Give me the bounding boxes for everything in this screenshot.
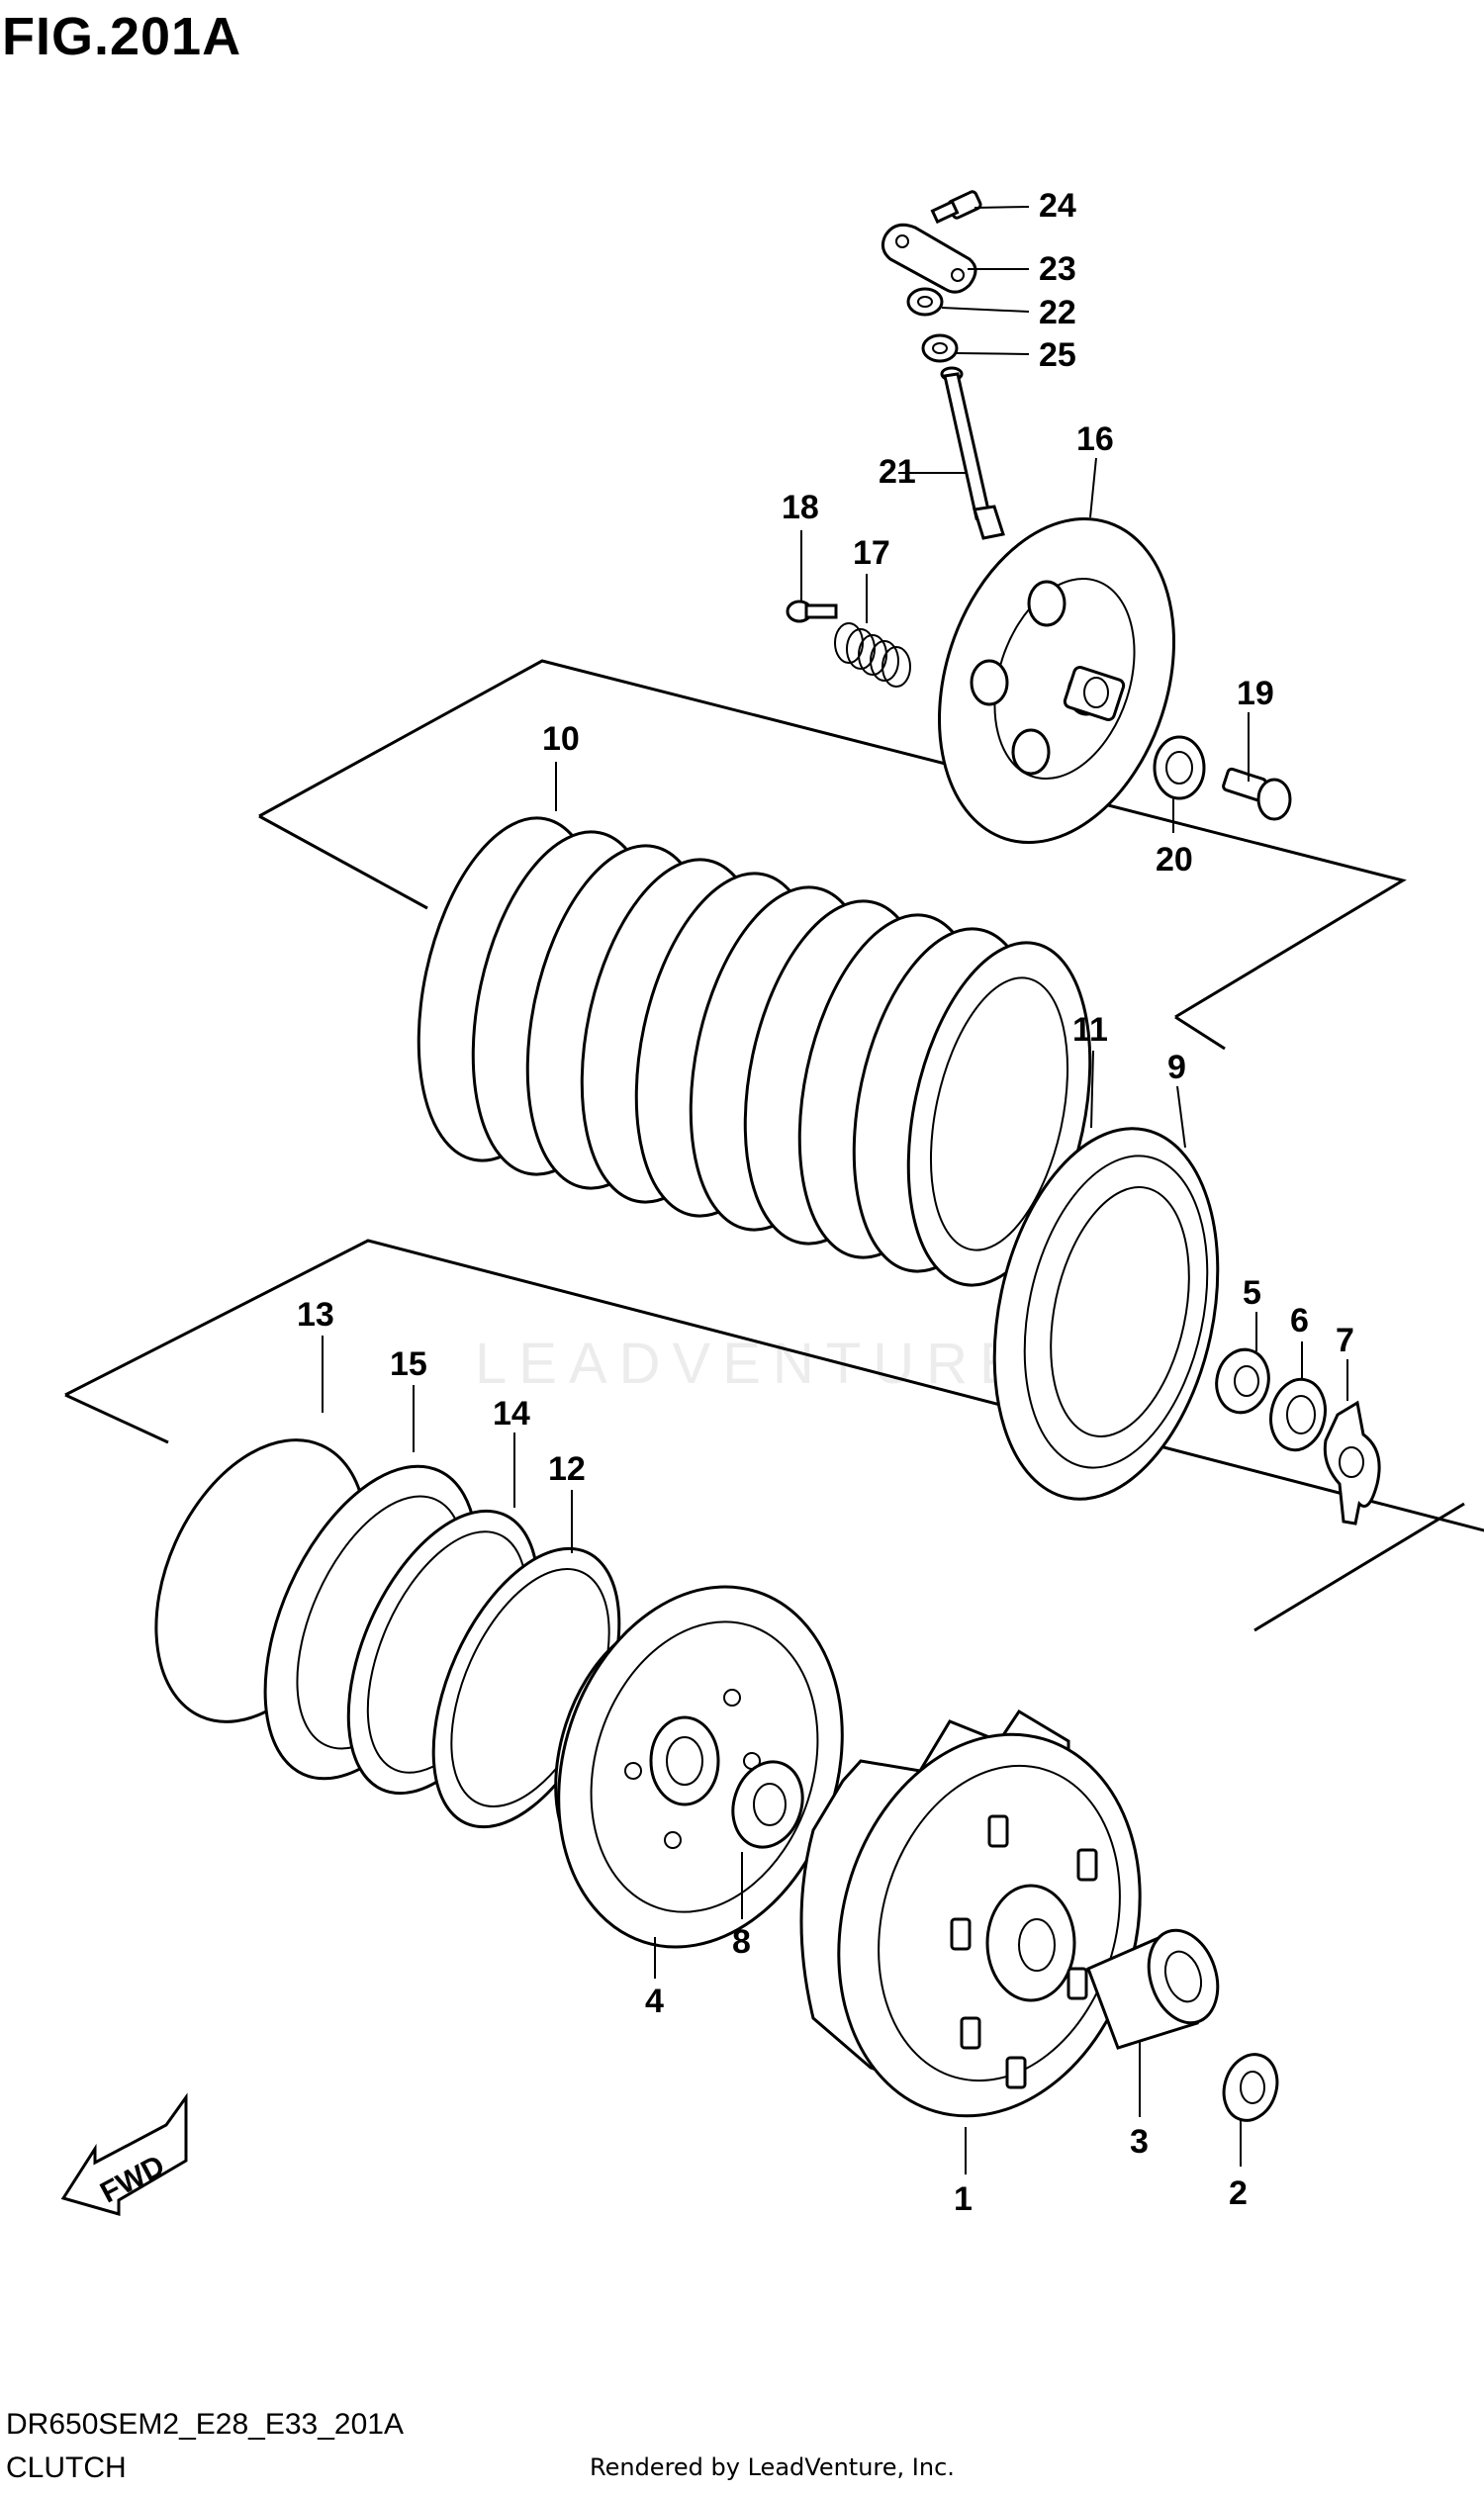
part-22-nut bbox=[906, 287, 944, 317]
callout-10: 10 bbox=[542, 720, 580, 758]
part-21-release-shaft bbox=[940, 366, 1005, 540]
callout-9: 9 bbox=[1167, 1049, 1186, 1086]
callout-1: 1 bbox=[954, 2180, 973, 2218]
callout-18: 18 bbox=[782, 489, 819, 526]
callout-7: 7 bbox=[1336, 1322, 1354, 1359]
callout-21: 21 bbox=[879, 453, 916, 491]
callout-12: 12 bbox=[548, 1450, 586, 1488]
callout-8: 8 bbox=[732, 1923, 751, 1961]
callout-19: 19 bbox=[1237, 675, 1274, 712]
callout-20: 20 bbox=[1156, 841, 1193, 878]
part-25-seal bbox=[921, 333, 959, 363]
credit-text: Rendered by LeadVenture, Inc. bbox=[590, 2453, 955, 2481]
callout-17: 17 bbox=[853, 534, 890, 572]
callout-23: 23 bbox=[1039, 250, 1076, 288]
part-24-bolt bbox=[930, 190, 982, 225]
part-1-clutch-housing bbox=[799, 1709, 1142, 2118]
part-8-washer bbox=[731, 1760, 804, 1849]
callout-5: 5 bbox=[1243, 1274, 1261, 1312]
callout-16: 16 bbox=[1076, 420, 1114, 458]
callout-13: 13 bbox=[297, 1296, 334, 1334]
callout-labels: 24 23 22 25 21 16 18 17 19 20 10 11 9 5 … bbox=[297, 187, 1354, 2218]
callout-24: 24 bbox=[1039, 187, 1076, 225]
callout-4: 4 bbox=[645, 1983, 664, 2020]
clutch-plate-stack bbox=[417, 816, 1092, 1287]
callout-15: 15 bbox=[390, 1345, 427, 1383]
callout-11: 11 bbox=[1072, 1011, 1108, 1049]
fwd-arrow-icon: FWD bbox=[60, 2092, 188, 2216]
part-2-washer bbox=[1222, 2053, 1279, 2122]
part-4-sleeve-hub bbox=[554, 1585, 844, 1949]
callout-25: 25 bbox=[1039, 336, 1076, 374]
part-19-pin bbox=[1222, 767, 1292, 821]
part-20-bearing bbox=[1153, 735, 1206, 800]
figure-name: CLUTCH bbox=[6, 2451, 127, 2484]
part-23-lever bbox=[881, 223, 977, 294]
model-code: DR650SEM2_E28_E33_201A bbox=[6, 2408, 404, 2441]
part-7-lock-washer bbox=[1323, 1400, 1381, 1525]
figure-title: FIG.201A bbox=[2, 7, 242, 66]
part-16-pressure-plate bbox=[938, 517, 1175, 844]
part-5-nut bbox=[1215, 1347, 1270, 1415]
callout-3: 3 bbox=[1130, 2123, 1149, 2161]
part-9-drive-plate bbox=[992, 1127, 1220, 1501]
callout-14: 14 bbox=[493, 1395, 530, 1433]
part-17-spring bbox=[834, 622, 911, 688]
part-18-bolt bbox=[786, 600, 838, 623]
callout-6: 6 bbox=[1290, 1302, 1309, 1340]
leader-lines bbox=[322, 206, 1348, 2174]
callout-22: 22 bbox=[1039, 294, 1076, 331]
callout-2: 2 bbox=[1229, 2174, 1248, 2212]
part-3-spacer bbox=[1086, 1928, 1220, 2050]
part-6-washer bbox=[1269, 1377, 1327, 1452]
